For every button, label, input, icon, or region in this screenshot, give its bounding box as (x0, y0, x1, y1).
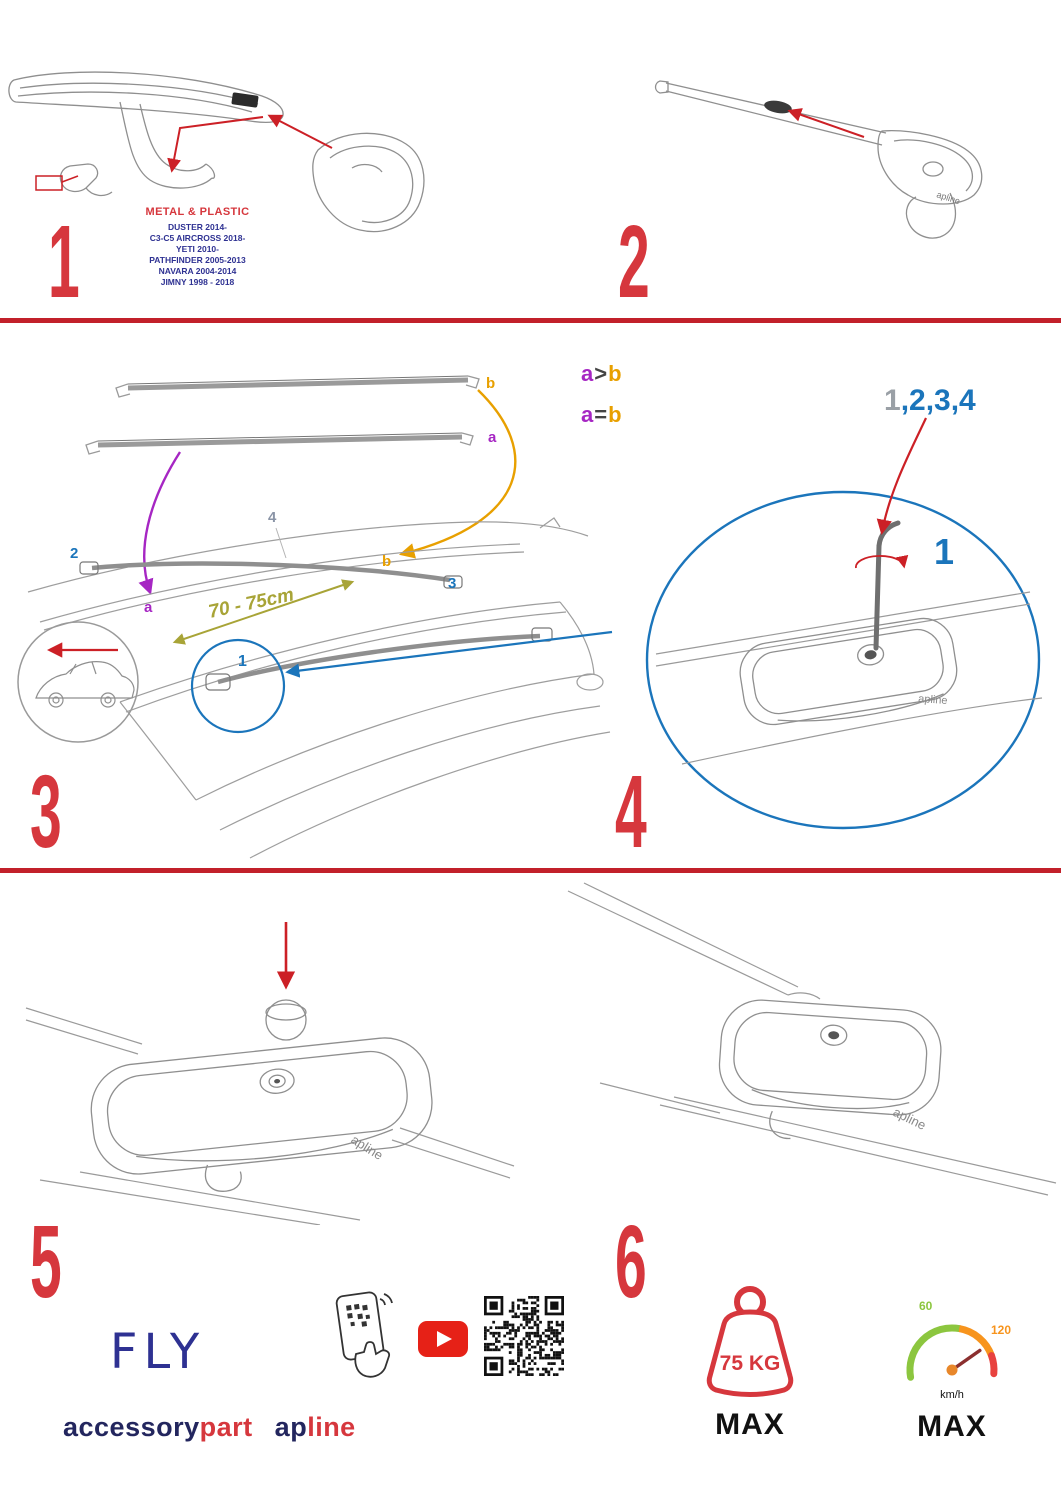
step4-drawing: 1,2,3,4 1 apline (645, 384, 1043, 830)
speed-unit-label: km/h (940, 1389, 964, 1401)
brand-part: part (199, 1412, 253, 1442)
model-list: DUSTER 2014- C3-C5 AIRCROSS 2018- YETI 2… (100, 222, 295, 288)
phone-qr-pixels (346, 1303, 371, 1327)
roofbar-end-assembly (8, 71, 284, 197)
step1-text-block: METAL & PLASTIC DUSTER 2014- C3-C5 AIRCR… (100, 206, 295, 288)
zoomed-rail (655, 591, 1043, 765)
crossbar-lines (567, 882, 1057, 1196)
orange-guide-arrow (398, 389, 517, 559)
legend-row-1: a>b (581, 361, 623, 386)
model-item: YETI 2010- (176, 244, 219, 254)
roof-label-2: 2 (70, 545, 78, 562)
fly-logo: FLY (109, 1324, 206, 1380)
weight-max-label: MAX (715, 1408, 785, 1441)
sequence-arrow (876, 417, 927, 536)
speedometer-icon: 60 120 km/h (906, 1299, 1011, 1401)
model-item: NAVARA 2004-2014 (158, 266, 237, 276)
section-divider (0, 318, 1061, 323)
step1-drawing (8, 71, 425, 233)
brand-line: line (307, 1412, 356, 1442)
mounted-crossbars (79, 527, 553, 691)
zoom-ellipse (645, 490, 1041, 830)
purple-guide-arrow (138, 451, 182, 595)
play-icon (437, 1331, 452, 1347)
clamp-body (90, 1037, 433, 1192)
roofbar-side-view (654, 80, 983, 239)
step6-drawing: apline (567, 882, 1057, 1196)
section-divider (0, 868, 1061, 873)
distance-arrow (172, 579, 355, 645)
speed-max-label: MAX (917, 1410, 987, 1443)
mounted-clamp (718, 999, 942, 1140)
brand-text: apline (891, 1104, 929, 1133)
step5-drawing: apline (25, 922, 515, 1225)
foot-label-1: 1 (238, 653, 247, 670)
zoomed-clamp (739, 617, 958, 726)
bar-slot (764, 100, 792, 114)
weight-limit-block: 75 KG MAX (690, 1282, 810, 1442)
step1-number: 1 (48, 205, 80, 320)
length-legend: a>b a=b (581, 362, 623, 444)
rail-lines (25, 1007, 515, 1225)
step2-drawing: apline (654, 80, 983, 239)
roof-label-3: 3 (448, 575, 456, 592)
model-item: DUSTER 2014- (167, 222, 228, 232)
model-item: PATHFINDER 2005-2013 (149, 255, 246, 265)
step5-number: 5 (30, 1205, 62, 1320)
step4-number: 4 (615, 755, 647, 870)
model-item: C3-C5 AIRCROSS 2018- (149, 233, 246, 243)
car-inset (17, 621, 139, 743)
bar-label-a: a (488, 429, 497, 446)
model-item: JIMNY 1998 - 2018 (160, 277, 235, 287)
brand-badge (231, 92, 259, 108)
weight-icon: 75 KG (706, 1286, 794, 1397)
speed-limit-block: 60 120 km/h MAX (885, 1292, 1019, 1444)
zoom-circle (190, 638, 286, 734)
step1-red-arrows (35, 114, 333, 191)
brand-accessory: accessory (63, 1412, 200, 1442)
step2-red-arrow (787, 108, 865, 138)
brand-text: apline (918, 693, 948, 707)
end-cap-cover (312, 132, 425, 233)
roof-label-4: 4 (268, 509, 277, 526)
youtube-icon (418, 1321, 468, 1357)
tightening-sequence: 1,2,3,4 (884, 384, 976, 417)
step2-number: 2 (618, 205, 650, 320)
brand-text: apline (348, 1132, 385, 1163)
rotate-arrow (855, 554, 909, 569)
step3-drawing: b a 70 - 75cm 2 (17, 375, 613, 859)
step3-number: 3 (30, 755, 62, 870)
step6-number: 6 (615, 1205, 647, 1320)
speed-60-label: 60 (919, 1299, 933, 1313)
legend-row-2: a=b (581, 402, 623, 427)
roof-label-a: a (144, 599, 153, 616)
weight-value: 75 KG (720, 1352, 781, 1375)
brand-logos: accessorypart apline (63, 1412, 356, 1443)
zoom-link-arrow (285, 630, 613, 678)
knob (265, 999, 307, 1041)
qr-code (484, 1296, 564, 1376)
callout-1: 1 (934, 531, 954, 572)
scan-phone-icon (335, 1291, 393, 1378)
roof-label-b: b (382, 553, 391, 570)
bar-label-b: b (486, 375, 495, 392)
loose-crossbars (85, 375, 480, 455)
speed-120-label: 120 (991, 1323, 1011, 1337)
brand-ap: ap (274, 1412, 308, 1442)
material-label: METAL & PLASTIC (145, 206, 250, 218)
hand-icon (354, 1341, 391, 1378)
